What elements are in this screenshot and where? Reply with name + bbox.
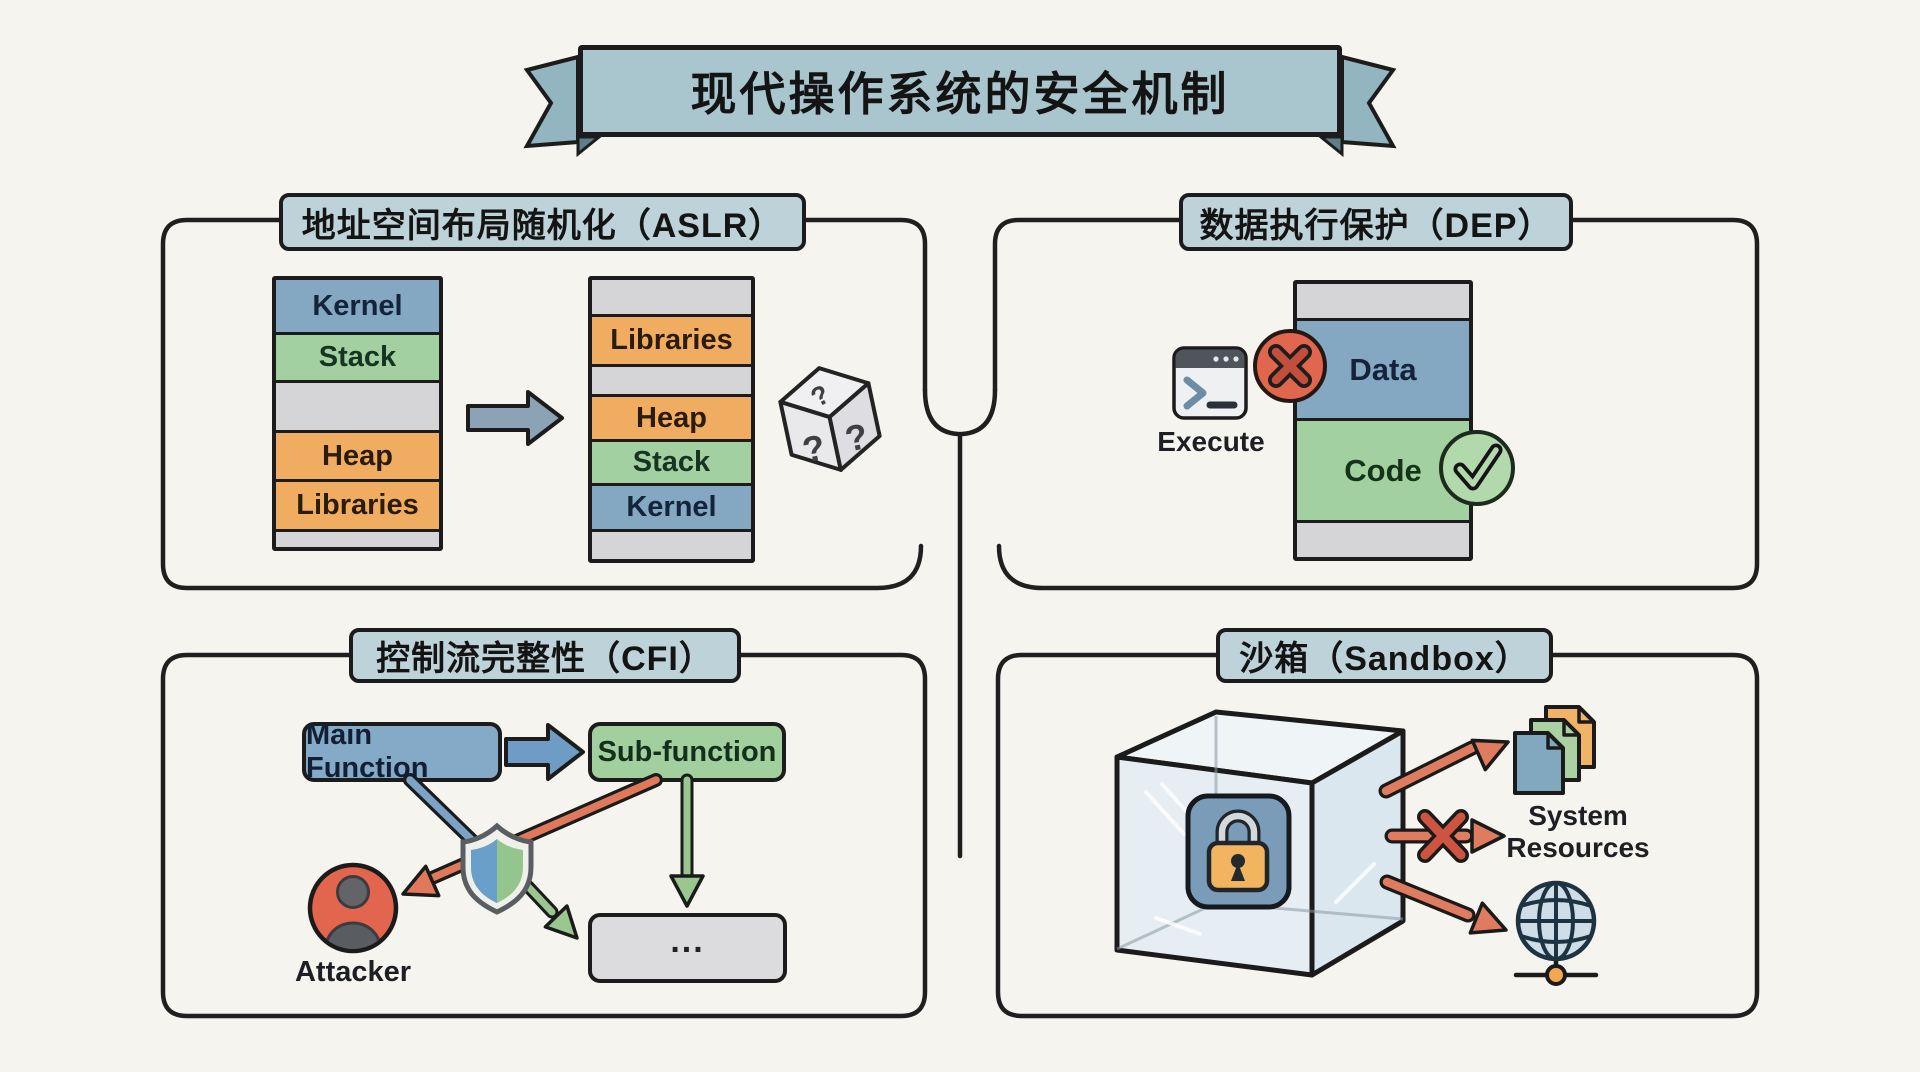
ellipsis-box: ... [588,913,787,983]
blocked-x-icon [1417,809,1469,863]
memory-row-libraries: Libraries [276,479,439,529]
execute-label: Execute [1157,426,1265,457]
panel-cfi-outline [160,652,928,1019]
network-globe-icon [1513,880,1599,986]
main-function-box: Main Function [302,719,502,784]
page-title: 现代操作系统的安全机制 [690,68,1230,120]
system-resources-label: System Resources [1506,800,1650,864]
attacker-label: Attacker [294,956,412,988]
memory-stack-after: Libraries Heap Stack Kernel [588,276,755,563]
dep-header-label: 数据执行保护（DEP） [1199,206,1553,245]
memory-row-free [276,380,439,430]
aslr-panel-header: 地址空间布局随机化（ASLR） [279,193,806,251]
sandbox-arrow-middle [1384,809,1506,863]
panel-sandbox-outline [995,652,1760,1019]
memory-row-free [592,529,751,559]
sandbox-arrow-bottom [1379,874,1508,935]
dep-memory-stack: Data Code [1293,280,1473,561]
memory-row-free [592,364,751,394]
memory-row-stack: Stack [276,332,439,380]
randomize-arrow-icon [466,390,564,446]
dep-row-free [1297,284,1469,318]
panel-aslr-outline [160,217,928,591]
shield-icon [460,822,534,915]
cfi-green-vertical-edge [669,773,705,908]
banner-fold-shadow-right [1316,135,1344,158]
attacker-avatar [307,862,399,954]
memory-row-heap: Heap [592,394,751,439]
dep-row-data: Data [1297,318,1469,418]
memory-row-free [592,280,751,314]
cfi-panel-header: 控制流完整性（CFI） [349,628,741,683]
memory-row-kernel: Kernel [276,280,439,332]
panel-dep-outline [992,217,1760,591]
banner-ribbon-left-fold [523,54,580,149]
connector-curve-left [922,387,961,437]
deny-execute-icon [1253,329,1327,403]
sandbox-arrow-top [1378,738,1510,799]
main-function-label: Main Function [306,719,429,784]
dep-row-free [1297,520,1469,557]
attack-arrowhead [401,864,441,898]
memory-row-kernel: Kernel [592,483,751,529]
sandbox-panel-header: 沙箱（Sandbox） [1216,628,1553,683]
dep-panel-header: 数据执行保护（DEP） [1179,193,1573,251]
aslr-header-label: 地址空间布局随机化（ASLR） [301,206,784,245]
terminal-icon [1172,346,1248,420]
call-arrow-icon [504,723,585,781]
connector-curve-right [959,387,998,437]
memory-row-libraries: Libraries [592,314,751,364]
sub-function-label: Sub-function [597,735,777,768]
lock-icon [1185,793,1292,910]
cfi-header-label: 控制流完整性（CFI） [376,640,714,678]
memory-row-stack: Stack [592,439,751,483]
files-icon [1513,705,1596,795]
green-diagonal-arrowhead [543,904,579,940]
memory-row-free [276,529,439,547]
ellipsis-label: ... [670,921,705,960]
banner-ribbon-right-fold [1340,54,1397,149]
random-dice-icon: ? ? ? [778,366,882,472]
memory-stack-before: Kernel Stack Heap Libraries [272,276,443,551]
sandbox-header-label: 沙箱（Sandbox） [1239,640,1530,678]
memory-row-heap: Heap [276,430,439,479]
banner-fold-shadow-left [576,135,604,158]
allow-code-icon [1439,430,1515,506]
title-banner: 现代操作系统的安全机制 [578,45,1342,137]
